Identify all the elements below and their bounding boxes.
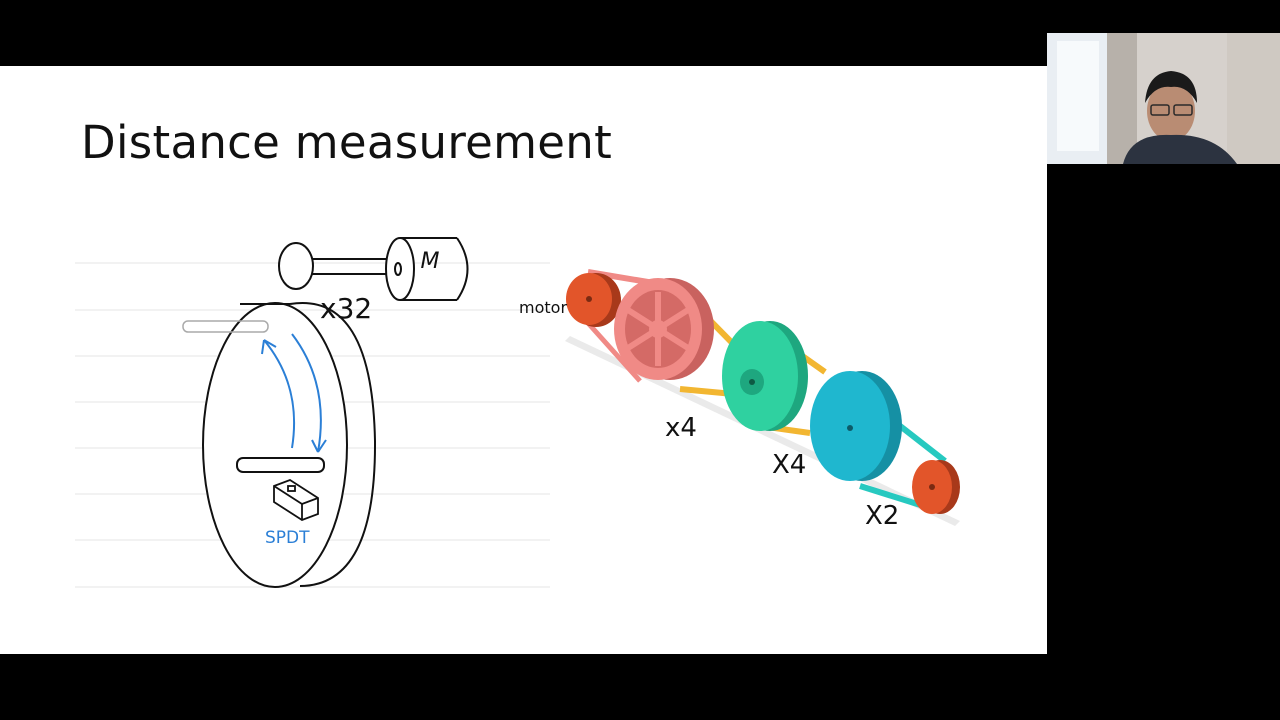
hand-sketch — [182, 237, 469, 588]
presentation-slide: Distance measurement — [0, 66, 1047, 654]
pulley-model — [565, 269, 960, 526]
ratio-label-3: X2 — [865, 501, 899, 531]
presenter-video-frame — [1047, 33, 1280, 164]
motor-sketch — [278, 237, 469, 301]
spdt-switch-sketch — [273, 478, 319, 522]
pin-upper-sketch — [182, 320, 269, 333]
gear-ratio-label: x32 — [320, 292, 372, 325]
ratio-label-2: X4 — [772, 450, 806, 480]
spdt-label: SPDT — [265, 528, 310, 548]
ratio-label-1: x4 — [665, 413, 697, 443]
webcam-video — [1047, 33, 1280, 164]
motor-letter: M — [421, 249, 440, 274]
slide-title: Distance measurement — [81, 116, 613, 169]
slide-illustration: M x32 SPDT — [75, 237, 960, 588]
pin-lower-sketch — [236, 457, 325, 473]
motor-label: motor — [519, 298, 567, 317]
rotation-arrows — [261, 333, 327, 453]
